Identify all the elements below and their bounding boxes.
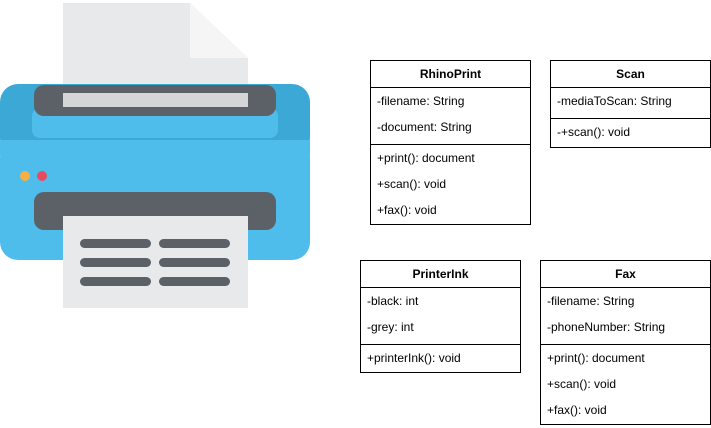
class-fax[interactable]: Fax -filename: String -phoneNumber: Stri…	[540, 260, 711, 425]
class-printerink[interactable]: PrinterInk -black: int -grey: int +print…	[360, 260, 521, 373]
attribute: -document: String	[377, 120, 472, 134]
class-attributes: -mediaToScan: String	[551, 88, 710, 119]
class-attributes: -filename: String -document: String	[371, 88, 530, 145]
class-attributes: -black: int -grey: int	[361, 288, 520, 345]
method: +fax(): void	[547, 403, 607, 417]
class-methods: +print(): document +scan(): void +fax():…	[371, 145, 530, 223]
class-methods: +print(): document +scan(): void +fax():…	[541, 345, 710, 423]
attribute: -grey: int	[367, 320, 414, 334]
attribute: -filename: String	[377, 94, 465, 108]
class-name: PrinterInk	[361, 261, 520, 288]
class-name: Scan	[551, 61, 710, 88]
class-methods: +printerInk(): void	[361, 345, 520, 371]
paper-fold	[190, 3, 248, 58]
method: +print(): document	[377, 151, 475, 165]
class-name: Fax	[541, 261, 710, 288]
method: -+scan(): void	[557, 125, 631, 139]
attribute: -black: int	[367, 294, 419, 308]
class-name: RhinoPrint	[371, 61, 530, 88]
attribute: -filename: String	[547, 294, 635, 308]
printer-icon	[0, 3, 310, 308]
indicator-dot-red	[37, 171, 47, 181]
method: +print(): document	[547, 351, 645, 365]
method: +fax(): void	[377, 203, 437, 217]
indicator-dot-orange	[20, 171, 30, 181]
class-attributes: -filename: String -phoneNumber: String	[541, 288, 710, 345]
class-scan[interactable]: Scan -mediaToScan: String -+scan(): void	[550, 60, 711, 148]
attribute: -mediaToScan: String	[557, 94, 672, 108]
method: +scan(): void	[377, 177, 447, 191]
attribute: -phoneNumber: String	[547, 320, 666, 334]
class-methods: -+scan(): void	[551, 119, 710, 145]
class-rhinoprint[interactable]: RhinoPrint -filename: String -document: …	[370, 60, 531, 225]
method: +printerInk(): void	[367, 351, 461, 365]
method: +scan(): void	[547, 377, 617, 391]
paper-in-slot	[63, 93, 248, 107]
